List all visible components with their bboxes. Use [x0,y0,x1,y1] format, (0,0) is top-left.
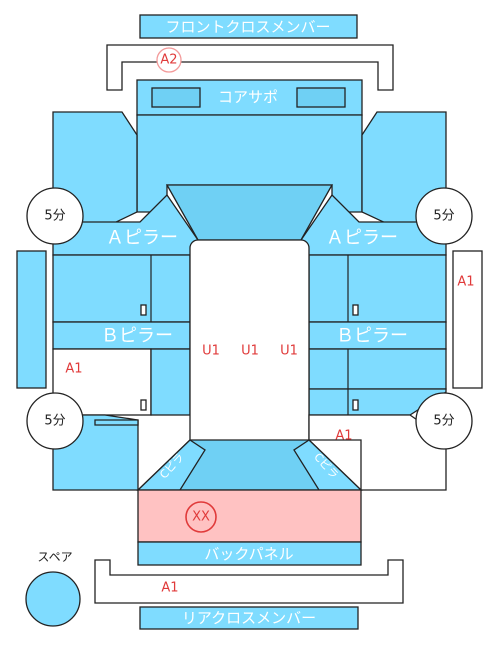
code-trunk: XX [192,510,210,525]
left-front-door[interactable] [52,254,191,323]
spare-tire[interactable] [25,571,81,627]
svg-text:5分: 5分 [44,414,65,429]
code-front: A2 [160,53,177,68]
svg-text:5分: 5分 [44,209,65,224]
code-rear[interactable]: A1 [161,581,178,596]
spare-label: スペア [37,550,72,564]
rear-cross-member[interactable]: リアクロスメンバー [139,606,359,630]
right-front-door[interactable] [308,254,447,323]
front-cross-member[interactable]: フロントクロスメンバー [139,14,358,39]
rear-bumper-outline[interactable] [94,559,404,604]
code-roof-1[interactable]: U1 [202,344,220,359]
back-panel-label: バックパネル [204,545,293,563]
right-rear-door[interactable] [308,348,447,416]
code-front-marker[interactable]: A2 [156,47,182,73]
right-a-pillar-label: Ａピラー [326,228,398,249]
wheel-timer-front-left[interactable]: 5分 [26,187,84,245]
back-panel[interactable]: バックパネル [137,541,362,566]
code-trunk-marker[interactable]: XX [185,501,217,533]
wheel-timer-rear-left[interactable]: 5分 [26,392,84,450]
right-b-pillar-label: Ｂピラー [336,326,408,347]
svg-text:5分: 5分 [433,209,454,224]
left-rear-door[interactable] [52,348,191,416]
right-a-pillar[interactable]: Ａピラー [300,193,447,256]
left-b-pillar-label: Ｂピラー [101,326,173,347]
wheel-timer-rear-right[interactable]: 5分 [415,392,473,450]
code-right-lower[interactable]: A1 [335,429,352,444]
code-right-side[interactable]: A1 [457,275,474,290]
core-support[interactable]: コアサポ [136,79,363,116]
left-a-pillar-label: Ａピラー [106,228,178,249]
left-rear-quarter-trim [94,419,139,426]
core-support-label: コアサポ [218,88,278,106]
wheel-timer-front-right[interactable]: 5分 [415,187,473,245]
left-side-sill[interactable] [16,250,47,389]
front-cross-member-label: フロントクロスメンバー [165,18,330,36]
svg-text:5分: 5分 [433,414,454,429]
rear-cross-member-label: リアクロスメンバー [182,609,316,627]
right-side-sill[interactable] [452,250,483,389]
left-b-pillar[interactable]: Ｂピラー [52,321,191,350]
trunk-lid[interactable] [137,489,362,543]
right-b-pillar[interactable]: Ｂピラー [308,321,447,350]
code-roof-3[interactable]: U1 [280,344,298,359]
code-roof-2[interactable]: U1 [241,344,259,359]
code-left-mid[interactable]: A1 [65,362,82,377]
